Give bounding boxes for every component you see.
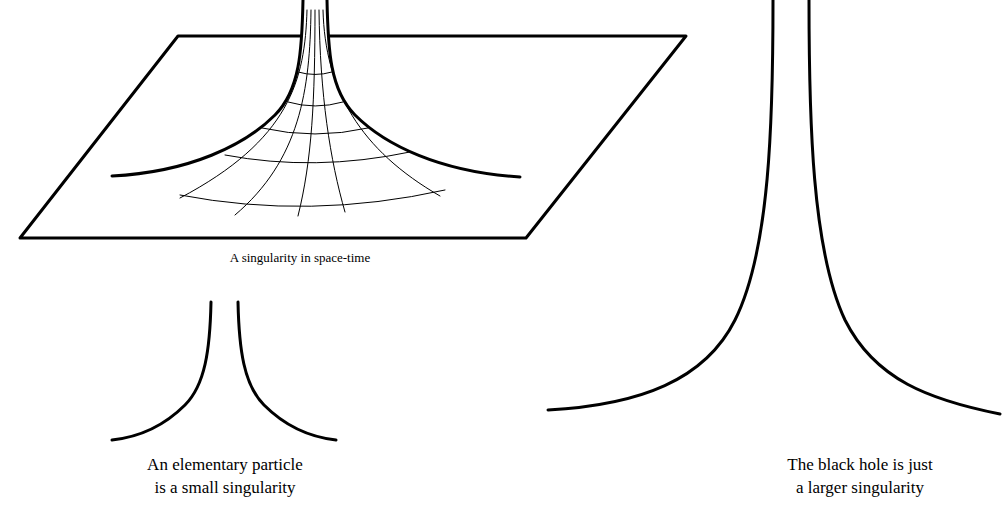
caption-text: A singularity in space-time bbox=[229, 250, 372, 266]
funnel-wall bbox=[112, 0, 303, 176]
caption-text: An elementary particle is a small singul… bbox=[146, 453, 305, 499]
grid-line bbox=[235, 10, 311, 215]
curvature-grid bbox=[180, 10, 445, 216]
funnel-wall bbox=[327, 0, 520, 177]
funnel-fill bbox=[112, 0, 520, 177]
grid-line bbox=[298, 72, 332, 75]
caption-text: The black hole is just a larger singular… bbox=[786, 453, 935, 499]
small-funnel bbox=[112, 302, 211, 440]
large-funnel bbox=[809, 0, 1000, 414]
grid-line bbox=[180, 190, 445, 206]
grid-line bbox=[288, 102, 343, 106]
grid-line bbox=[225, 152, 410, 163]
grid-line bbox=[319, 10, 345, 212]
small-funnel bbox=[238, 302, 336, 440]
grid-line bbox=[262, 128, 368, 134]
large-funnel bbox=[548, 0, 773, 410]
grid-line bbox=[180, 10, 307, 198]
